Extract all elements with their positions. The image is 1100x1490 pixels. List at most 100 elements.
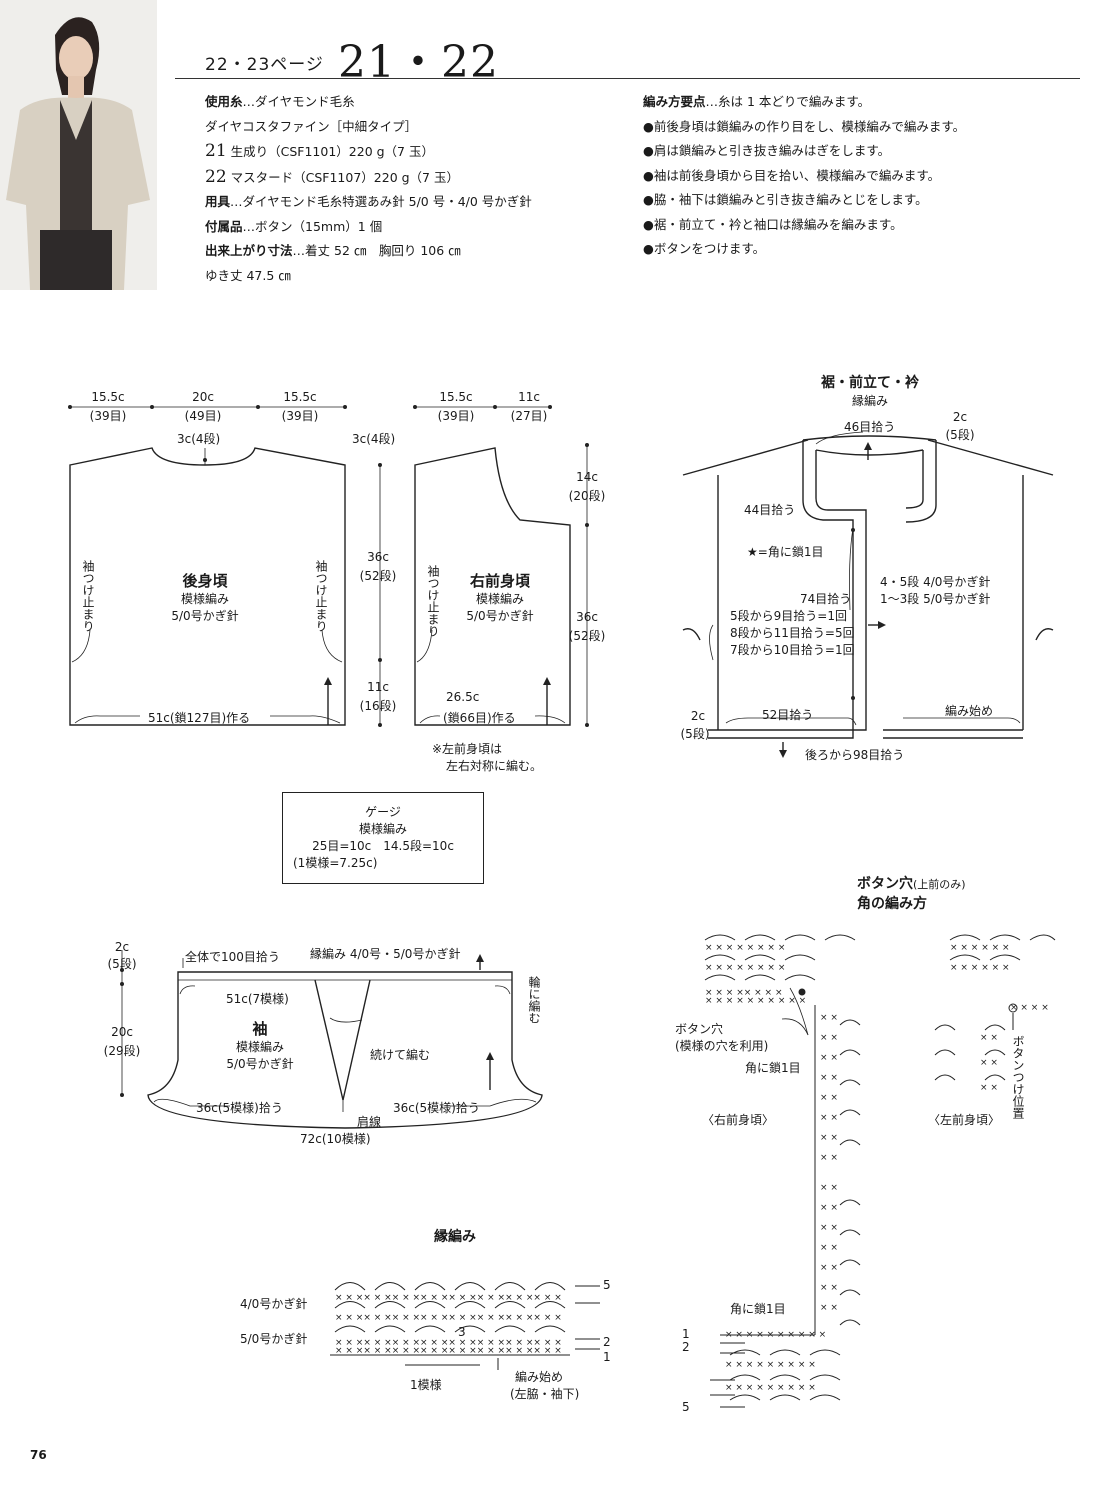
svg-text:× × × × × × × × ×: × × × × × × × × × [725,1360,816,1370]
svg-text:× × ×× × ×× × ×× × ×× × ×× × ×: × × ×× × ×× × ×× × ×× × ×× × ×× × ×× × × [335,1338,562,1348]
sleeve-total-width: 72c(10模様) [300,1132,371,1146]
back-width-2-stitches: (49目) [184,409,222,423]
sleeve-edge-height: 2c [114,940,130,954]
border-start: 編み始め [945,704,994,718]
color-22: マスタード（CSF1107）220 g（7 玉） [230,169,459,185]
front-side-height: 36c [576,610,598,624]
sleeve-height-rows: (29段) [103,1044,141,1058]
sleeve-diagram [120,950,543,1129]
instruction-step: ●裾・前立て・衿と袖口は縁編みを編みます。 [643,216,903,232]
back-width-1: 15.5c [91,390,125,404]
svg-text:× ×: × × [820,1033,838,1043]
front-cast-on-width: 26.5c [446,690,480,704]
back-sleeve-stop-left: 袖つけ止まり [81,560,95,632]
corner-row-2: 2 [682,1340,690,1354]
svg-text:× × × × × ×: × × × × × × [950,943,1010,953]
svg-text:× ×: × × [820,1243,838,1253]
body-pieces-diagram [68,405,589,727]
sleeve-pickup-left: 36c(5模様)拾う [196,1101,283,1115]
svg-text:× × × × × × × × × ×: × × × × × × × × × × [705,996,806,1006]
back-width-3: 15.5c [283,390,317,404]
svg-text:× × ×× × ×× × ×× × ×× × ×× × ×: × × ×× × ×× × ×× × ×× × ×× × ×× × ×× × × [335,1293,562,1303]
sleeve-pickup-total: 全体で100目拾う [185,950,280,964]
svg-text:× ×: × × [820,1263,838,1273]
sleeve-height: 20c [111,1025,133,1039]
svg-text:× ×: × × [980,1033,998,1043]
front-width-2: 11c [518,390,540,404]
svg-text:× × × × × × × × × ×: × × × × × × × × × × [725,1330,826,1340]
border-edge-width: 2c [952,410,968,424]
right-front-label: 〈右前身頃〉 [702,1113,775,1127]
armhole-height: 11c [367,680,389,694]
yarn-label: 使用糸 [205,94,243,109]
front-hook: 5/0号かぎ針 [466,609,534,623]
color-21-number: 21 [205,141,227,161]
svg-text:× ×: × × [820,1053,838,1063]
header-rule [175,78,1080,79]
instruction-step: ●袖は前後身頃から目を拾い、模様編みで編みます。 [643,167,941,183]
svg-text:× ×: × × [820,1073,838,1083]
tools-label: 用具 [205,194,231,209]
edging-start-1: 編み始め [515,1370,564,1384]
buttonhole-title-main: ボタン穴 [857,876,913,892]
svg-text:× ×: × × [820,1303,838,1313]
edging-row-2: 2 [603,1335,611,1349]
sleeve-title: 袖 [252,1020,268,1038]
svg-text:× × × ×: × × × × [1010,1003,1049,1013]
pattern-number: 21・22 [338,37,499,88]
front-neck-height-rows: (20段) [568,489,606,503]
front-cast-on: (鎖66目)作る [443,711,516,725]
tools: ダイヤモンド毛糸特選あみ針 5/0 号・4/0 号かぎ針 [242,194,532,209]
corner-bottom-label: 角に鎖1目 [730,1302,786,1316]
pickup-rule-2: 8段から11目拾う=5回 [730,626,855,640]
edging-repeat: 1模様 [410,1378,442,1392]
svg-text:× × ×× × ×× × ×× × ×× × ×× × ×: × × ×× × ×× × ×× × ×× × ×× × ×× × ×× × × [335,1313,562,1323]
instructions-block: 編み方要点…糸は 1 本どりで編みます。 ●前後身頃は鎖編みの作り目をし、模様編… [643,90,965,262]
neck-pickup: 46目拾う [844,420,896,434]
edging-title: 縁編み [434,1229,476,1245]
pickup-rule-1: 5段から9目拾う=1回 [730,609,847,623]
svg-text:× × × × × × × ×: × × × × × × × × [705,963,785,973]
button-position-label: ボタンつけ位置 [1011,1035,1025,1119]
rows-note-2: 1〜3段 5/0号かぎ針 [880,592,991,606]
svg-text:× ×: × × [820,1113,838,1123]
back-sleeve-stop-right: 袖つけ止まり [314,560,328,632]
sleeve-pattern: 模様編み [235,1040,284,1054]
corner-subtitle: 角の編み方 [857,896,927,912]
body-height: 36c [367,550,389,564]
instructions-intro: 糸は 1 本どりで編みます。 [718,94,871,109]
sleeve-hook: 5/0号かぎ針 [226,1057,294,1071]
buttonhole-title-sub: (上前のみ) [913,878,966,891]
svg-text:× × × ×× × × ×: × × × ×× × × × [705,988,783,998]
svg-text:× × × × × × × ×: × × × × × × × × [705,943,785,953]
back-pickup: 後ろから98目拾う [805,748,905,762]
svg-text:× ×: × × [980,1083,998,1093]
hem-pickup: 52目拾う [762,708,814,722]
svg-text:× ×: × × [820,1283,838,1293]
sleeve-pickup-right: 36c(5模様)拾う [393,1101,480,1115]
front-neck-height: 14c [576,470,598,484]
color-22-number: 22 [205,166,227,187]
instructions-label: 編み方要点 [643,94,706,109]
corner-top-label: 角に鎖1目 [745,1061,801,1075]
buttonhole-title: ボタン穴(上前のみ) [857,873,966,893]
buttonhole-label: ボタン穴 [675,1022,724,1036]
hem-height: 2c [690,709,706,723]
back-cast-on: 51c(鎖127目)作る [148,711,251,725]
page-reference: 22・23ページ [205,55,324,75]
yarn-name: ダイヤコスタファイン［中細タイプ］ [205,118,418,134]
sleeve-edging: 縁編み 4/0号・5/0号かぎ針 [310,947,461,961]
corner-row-5: 5 [682,1400,690,1414]
front-sleeve-stop: 袖つけ止まり [426,565,440,637]
rows-note-1: 4・5段 4/0号かぎ針 [880,575,991,589]
front-side-height-rows: (52段) [568,629,606,643]
edging-start-2: (左脇・袖下) [510,1387,580,1401]
front-pickup-44: 44目拾う [744,503,796,517]
sleeve-ring: 輪に編む [527,976,541,1024]
back-width-3-stitches: (39目) [281,409,319,423]
front-width-2-stitches: (27目) [510,409,548,423]
sleeve-continue: 続けて編む [370,1048,431,1062]
size-1: 着丈 52 ㎝ 胸回り 106 ㎝ [305,243,461,258]
notions: ボタン（15mm）1 個 [255,218,383,234]
size-2: ゆき丈 47.5 ㎝ [205,267,291,283]
